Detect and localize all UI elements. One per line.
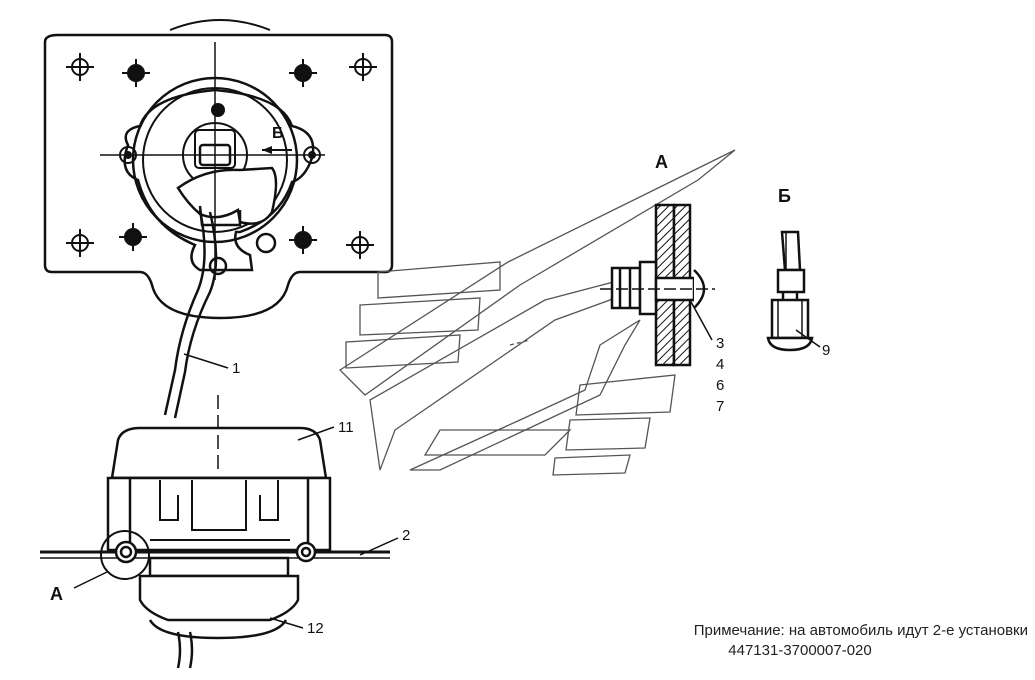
callout-3: 3 xyxy=(716,335,724,352)
side-bolt-left xyxy=(114,540,138,564)
detail-a-marker: А xyxy=(50,584,63,604)
callout-11: 11 xyxy=(338,419,354,436)
note-line-1: Примечание: на автомобиль идут 2-е устан… xyxy=(694,622,1028,639)
view-a-title: А xyxy=(655,152,668,172)
callout-4: 4 xyxy=(716,356,724,373)
detail-view-a xyxy=(600,203,715,367)
lamp-base xyxy=(138,574,300,622)
callout-2: 2 xyxy=(402,527,410,544)
callout-1: 1 xyxy=(232,360,240,377)
callout-9: 9 xyxy=(822,342,830,359)
mounting-plate-view xyxy=(43,19,394,419)
note-line-2: 447131-3700007-020 xyxy=(728,642,871,659)
plate-fasteners xyxy=(66,53,377,259)
view-b-marker: Б xyxy=(272,125,284,142)
leader-lines xyxy=(73,299,821,629)
lamp-side-view xyxy=(40,395,390,669)
side-bolt-right xyxy=(295,541,317,563)
callout-6: 6 xyxy=(716,377,724,394)
view-b-title: Б xyxy=(778,186,791,206)
callout-12: 12 xyxy=(307,620,324,637)
callout-7: 7 xyxy=(716,398,724,415)
detail-view-b xyxy=(766,230,814,352)
lamp-lens xyxy=(110,426,328,480)
diagram-labels: А Б А Б 1 11 2 12 3 4 6 7 9 Примечание: … xyxy=(50,125,1028,659)
background-sketch xyxy=(338,149,736,476)
